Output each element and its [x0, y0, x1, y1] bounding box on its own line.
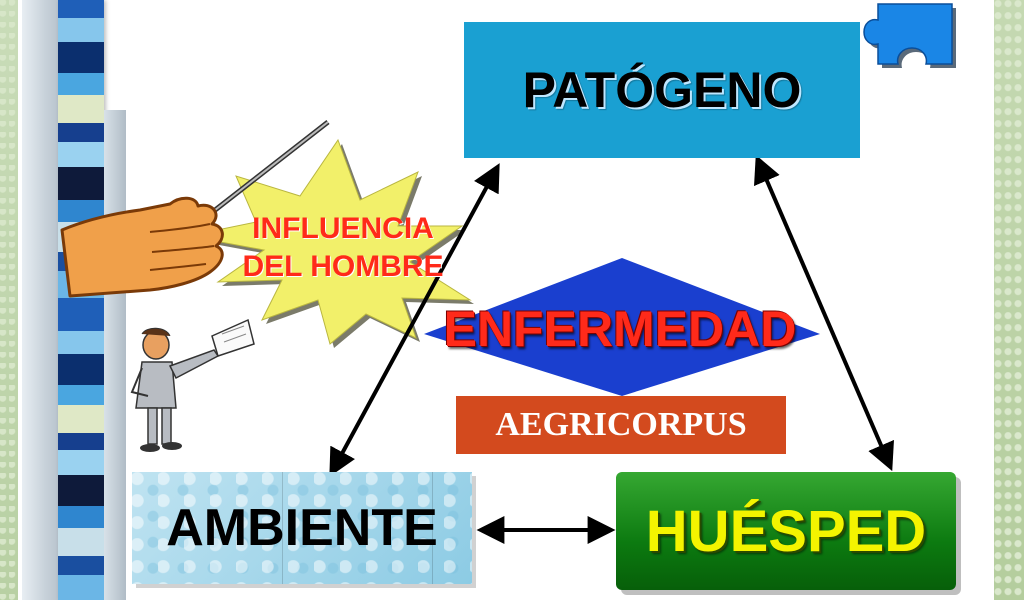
pillar-stripe	[58, 94, 104, 124]
influencia-label: INFLUENCIA DEL HOMBRE	[218, 210, 468, 286]
aegricorpus-label: AEGRICORPUS	[495, 406, 747, 443]
pillar-stripe	[58, 354, 104, 385]
pillar-stripe	[58, 432, 104, 451]
pillar-stripe	[58, 384, 104, 406]
pillar-stripe	[58, 527, 104, 556]
pillar-stripe	[58, 474, 104, 507]
arrow-patogeno-huesped	[754, 154, 894, 472]
ambiente-node: AMBIENTE	[132, 472, 472, 584]
pillar-stripe	[58, 42, 104, 74]
pillar-stripe	[58, 555, 104, 575]
arrow-patogeno-ambiente	[329, 163, 500, 477]
pillar-stripe	[58, 297, 104, 331]
pillar-stripe	[58, 574, 104, 600]
patogeno-node: PATÓGENO	[464, 22, 860, 158]
pillar-stripe	[58, 506, 104, 528]
patogeno-label: PATÓGENO	[522, 62, 802, 118]
puzzle-piece-icon	[863, 3, 956, 68]
aegricorpus-node: AEGRICORPUS	[456, 396, 786, 454]
pillar-stripe	[58, 450, 104, 475]
left-striped-pillar	[58, 0, 104, 600]
pillar-stripe	[58, 123, 104, 142]
enfermedad-label: ENFERMEDAD	[443, 301, 797, 357]
pointing-hand-icon	[60, 120, 330, 298]
pillar-stripe	[58, 330, 104, 355]
influencia-line2: DEL HOMBRE	[242, 250, 444, 283]
ambiente-label: AMBIENTE	[166, 499, 438, 557]
pillar-stripe	[58, 17, 104, 43]
left-pillar-shadow	[22, 0, 60, 600]
left-texture-border	[0, 0, 18, 600]
pillar-stripe	[58, 141, 104, 168]
influencia-line1: INFLUENCIA	[252, 212, 434, 245]
right-texture-border	[994, 0, 1024, 600]
presenter-figure-icon	[130, 318, 255, 452]
huesped-node: HUÉSPED	[616, 472, 956, 590]
pillar-stripe	[58, 167, 104, 200]
pillar-stripe	[58, 199, 104, 223]
pillar-stripe	[58, 405, 104, 433]
pillar-stripe	[58, 73, 104, 95]
pillar-stripe	[58, 0, 104, 18]
enfermedad-diamond	[424, 258, 820, 396]
huesped-label: HUÉSPED	[645, 498, 927, 564]
